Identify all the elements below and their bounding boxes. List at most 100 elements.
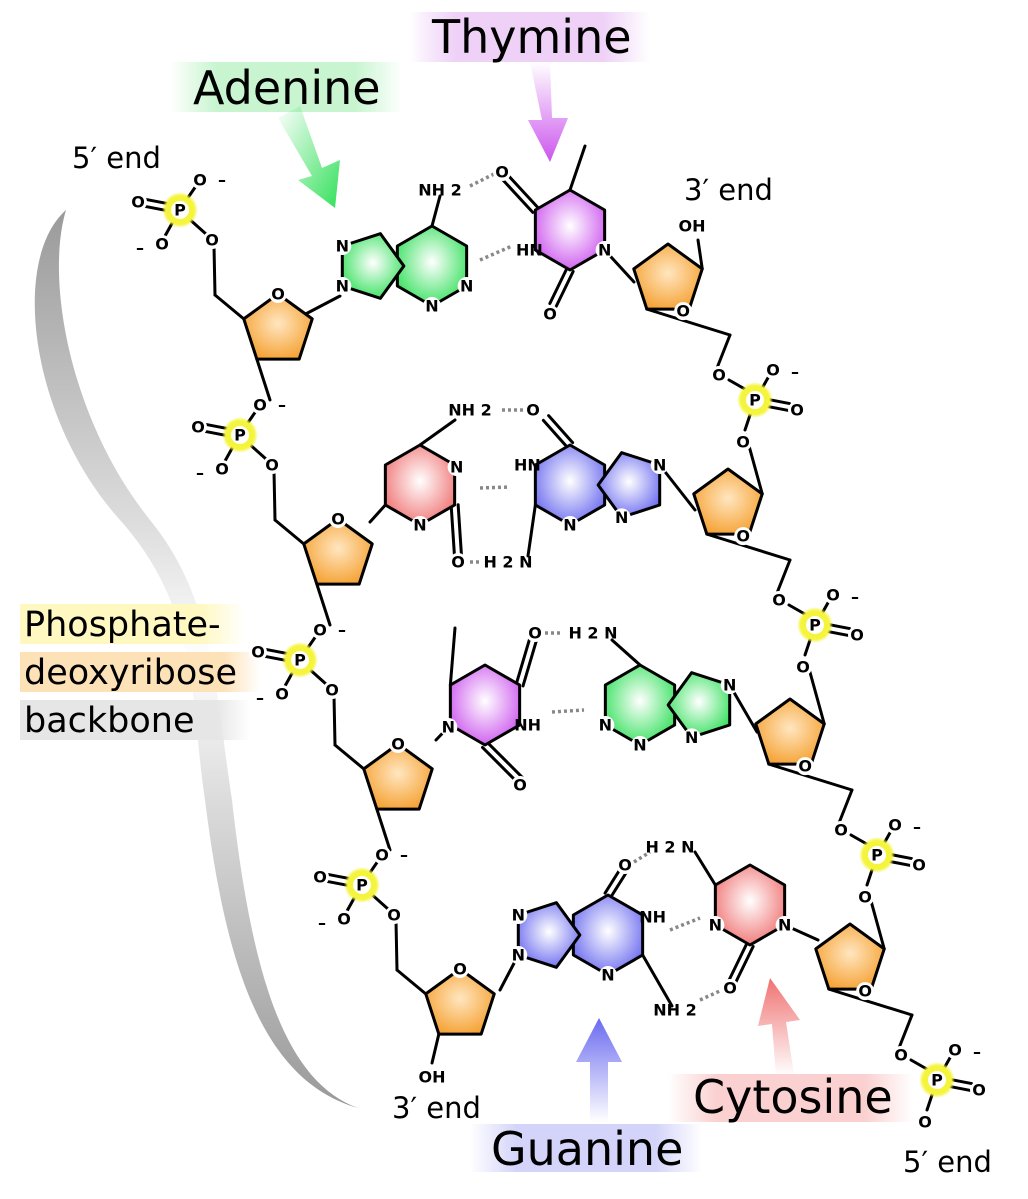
backbone-bond (212, 244, 217, 297)
label-backdrop (524, 401, 542, 419)
label-backdrop (153, 235, 171, 253)
atom-o: O (972, 1081, 986, 1100)
label-backdrop (311, 868, 329, 886)
atom-o: O (790, 401, 804, 420)
atom-o: O (313, 621, 327, 640)
label-backdrop (291, 651, 309, 669)
label-backdrop (892, 1046, 910, 1064)
backbone-bond (213, 293, 246, 321)
atom-o: O (526, 401, 540, 420)
double-bond (548, 266, 569, 305)
double-bond (456, 503, 463, 558)
label-backdrop (764, 361, 782, 379)
negative-charge: – (218, 171, 226, 190)
double-bond (733, 945, 755, 986)
negative-charge: – (136, 239, 144, 258)
atom-n: N (336, 277, 349, 296)
deoxyribose-sugar (692, 467, 764, 536)
negative-charge: – (338, 621, 346, 640)
label-backdrop (832, 821, 850, 839)
atom-o: O (772, 591, 786, 610)
label-backdrop (806, 616, 824, 634)
guanine-label: Guanine (491, 1122, 683, 1176)
atom-o: O (826, 586, 840, 605)
ring-oxygen: O (271, 285, 285, 304)
hydrogen-bond (469, 172, 495, 188)
label-backdrop (263, 456, 281, 474)
atom-o: O (766, 361, 780, 380)
cytosine-ring (713, 863, 787, 947)
atom-n: N (413, 516, 426, 535)
label-backdrop (928, 1071, 946, 1089)
hydrogen-bond (479, 244, 513, 262)
atom-n: N (598, 241, 611, 260)
label-backdrop (373, 846, 391, 864)
bond (526, 503, 537, 558)
label-backdrop (794, 658, 812, 676)
atom-o: O (275, 685, 289, 704)
label-backdrop (251, 396, 269, 414)
label-backdrop (129, 193, 147, 211)
adenine-six-ring (395, 224, 469, 308)
label-backdrop (493, 163, 511, 181)
label-backdrop (335, 910, 353, 928)
backbone-bond (272, 469, 277, 522)
label-backdrop (171, 201, 189, 219)
methyl-bond (448, 626, 457, 687)
atom-n: N (442, 718, 455, 737)
label-backdrop (311, 621, 329, 639)
label-backdrop (385, 906, 403, 924)
deoxyribose-sugar (242, 292, 314, 361)
label-backdrop (411, 516, 429, 534)
label-backdrop (910, 856, 928, 874)
cytosine-arrow (758, 978, 800, 1076)
guanine-five-ring (596, 451, 662, 519)
atom-n: N (653, 456, 666, 475)
label-backdrop (329, 510, 347, 528)
label-backdrop (541, 305, 559, 323)
atom-n: N (450, 458, 463, 477)
backbone-bond (375, 807, 392, 852)
atom-o: O (131, 193, 145, 212)
backbone-bond (837, 788, 854, 825)
atom-o: O (618, 856, 632, 875)
guanine-five-ring (516, 901, 582, 969)
double-bond (541, 418, 569, 449)
backbone-bond (255, 357, 272, 402)
adenine-five-ring (340, 232, 406, 300)
backbone-bond (696, 238, 704, 271)
hydroxyl-group: OH (419, 1068, 446, 1087)
cytosine-ring (383, 443, 457, 527)
adenine-five-ring (666, 671, 732, 739)
negative-charge: – (256, 689, 264, 708)
atom-o: O (528, 624, 542, 643)
double-bond (521, 632, 540, 688)
amino-group: NH 2 (448, 401, 491, 420)
double-bond (514, 630, 534, 686)
ring-oxygen: O (331, 510, 345, 529)
phosphorus-atom: P (871, 846, 883, 865)
atom-o: O (888, 816, 902, 835)
phosphorus-atom: P (356, 876, 368, 895)
deoxyribose-sugar (362, 742, 434, 811)
backbone-label-line1: Phosphate- (24, 605, 221, 645)
atom-n: N (599, 716, 612, 735)
negative-charge: – (318, 914, 326, 933)
backbone-highlight-3 (20, 700, 250, 740)
atom-o: O (513, 776, 527, 795)
atom-hn: HN (516, 241, 543, 260)
label-backdrop (734, 433, 752, 451)
label-backdrop (231, 426, 249, 444)
label-backdrop (509, 946, 528, 964)
guanine-six-ring (533, 443, 607, 527)
rings (162, 188, 955, 1098)
thymine-ring (448, 663, 522, 747)
negative-charge: – (196, 464, 204, 483)
label-backdrop (511, 776, 529, 794)
atom-n: N (709, 916, 722, 935)
label-backdrop (775, 916, 794, 934)
ring-oxygen: O (453, 960, 467, 979)
adenine-label-highlight (170, 62, 402, 112)
label-backdrop (189, 418, 207, 436)
cytosine-label-highlight (668, 1074, 913, 1122)
